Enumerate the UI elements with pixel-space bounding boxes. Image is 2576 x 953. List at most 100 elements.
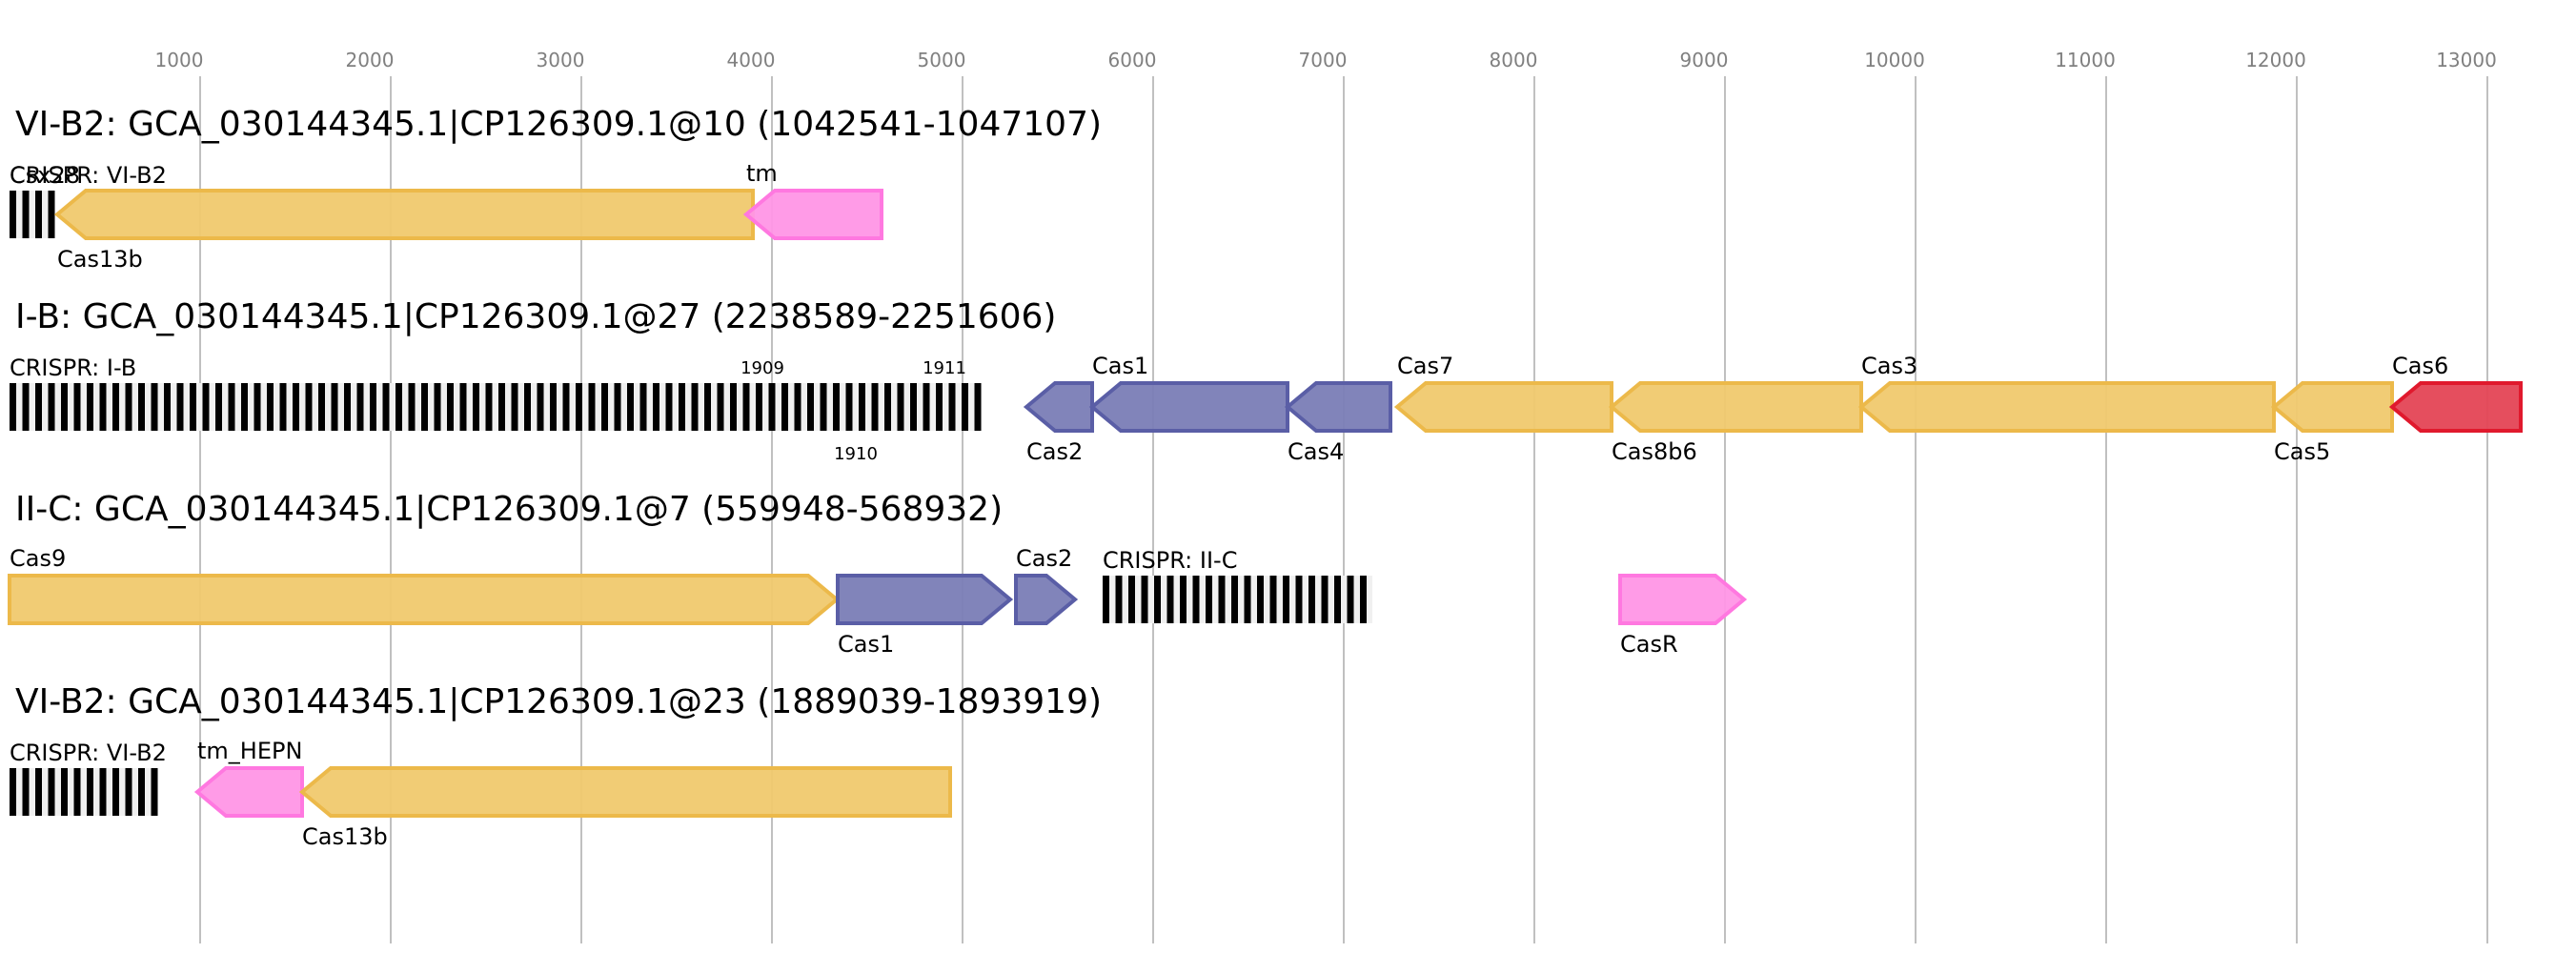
crispr-repeat xyxy=(820,383,827,431)
gene-label: Cas1 xyxy=(1092,353,1148,379)
crispr-repeat xyxy=(1192,576,1200,623)
gene-label: Cas3 xyxy=(1861,353,1917,379)
gene-label: tm xyxy=(746,160,778,187)
crispr-repeat xyxy=(254,383,261,431)
gene-arrow-cas8b6 xyxy=(1608,381,1863,433)
crispr-repeat xyxy=(576,383,582,431)
crispr-repeat xyxy=(614,383,621,431)
crispr-repeat xyxy=(1154,576,1161,623)
locus-title: II-C: GCA_030144345.1|CP126309.1@7 (5599… xyxy=(15,490,1003,529)
crispr-repeat xyxy=(1141,576,1148,623)
gene-arrow-cas6 xyxy=(2388,381,2523,433)
crispr-repeat xyxy=(691,383,699,431)
gene-label: CasR xyxy=(1620,631,1678,658)
crispr-repeat xyxy=(138,768,145,816)
crispr-repeat xyxy=(717,383,724,431)
crispr-repeat xyxy=(382,383,390,431)
crispr-repeat xyxy=(768,383,776,431)
crispr-repeat xyxy=(704,383,711,431)
crispr-repeat xyxy=(48,191,55,238)
gene-label: Cas2 xyxy=(1016,545,1072,572)
tick-label: 13000 xyxy=(2436,49,2497,71)
crispr-repeat xyxy=(1128,576,1135,623)
crispr-repeat xyxy=(537,383,544,431)
crispr-repeat xyxy=(1360,576,1367,623)
locus-row: VI-B2: GCA_030144345.1|CP126309.1@10 (10… xyxy=(10,105,1102,273)
crispr-repeat xyxy=(87,768,93,816)
crispr-repeat xyxy=(190,383,196,431)
locus-title: VI-B2: GCA_030144345.1|CP126309.1@23 (18… xyxy=(15,682,1102,721)
tick-label: 5000 xyxy=(918,49,966,71)
crispr-repeat xyxy=(1103,576,1109,623)
crispr-repeat xyxy=(331,383,338,431)
crispr-repeat xyxy=(1283,576,1289,623)
crispr-repeat xyxy=(241,383,248,431)
tick-label: 1000 xyxy=(155,49,204,71)
crispr-repeat xyxy=(1166,576,1174,623)
crispr-repeat xyxy=(524,383,531,431)
crispr-repeat xyxy=(550,383,557,431)
crispr-repeat xyxy=(99,768,107,816)
crispr-repeat xyxy=(48,383,55,431)
crispr-repeat xyxy=(112,383,119,431)
crispr-repeat xyxy=(396,383,402,431)
crispr-repeat xyxy=(1269,576,1277,623)
gene-label: Cas2 xyxy=(1026,438,1083,465)
crispr-repeat xyxy=(48,768,55,816)
crispr-repeat xyxy=(1206,576,1212,623)
gene-arrow-cas7 xyxy=(1393,381,1613,433)
gene-arrow-cas3 xyxy=(1857,381,2276,433)
crispr-repeat xyxy=(794,383,801,431)
gene-arrow-tm xyxy=(742,189,883,240)
crispr-repeat xyxy=(10,191,16,238)
crispr-repeat xyxy=(1295,576,1303,623)
crispr-repeat xyxy=(588,383,596,431)
crispr-array-bg xyxy=(10,383,982,431)
repeat-index-label: 1911 xyxy=(923,358,966,378)
crispr-repeat xyxy=(35,191,42,238)
gene-label: Cas7 xyxy=(1397,353,1453,379)
gene-arrow-cas4 xyxy=(1284,381,1392,433)
crispr-repeat xyxy=(10,768,16,816)
tick-label: 3000 xyxy=(537,49,585,71)
crispr-repeat xyxy=(730,383,737,431)
crispr-repeat xyxy=(653,383,659,431)
crispr-repeat xyxy=(87,383,93,431)
crispr-repeat xyxy=(61,768,68,816)
crispr-repeat xyxy=(112,768,119,816)
crispr-repeat xyxy=(459,383,467,431)
gene-label: Cas13b xyxy=(302,823,388,850)
crispr-label: CRISPR: II-C xyxy=(1103,547,1237,574)
crispr-repeat xyxy=(164,383,171,431)
gene-label: Cas5 xyxy=(2274,438,2330,465)
crispr-repeat xyxy=(923,383,930,431)
tick-label: 11000 xyxy=(2055,49,2116,71)
crispr-repeat xyxy=(434,383,441,431)
gene-arrow-casr xyxy=(1618,574,1748,625)
crispr-label: CRISPR: I-B xyxy=(10,355,136,381)
locus-title: I-B: GCA_030144345.1|CP126309.1@27 (2238… xyxy=(15,297,1056,336)
gene-arrow-cas1 xyxy=(836,574,1014,625)
crispr-repeat xyxy=(215,383,222,431)
gene-arrow-cas1 xyxy=(1088,381,1289,433)
crispr-repeat xyxy=(22,768,30,816)
crispr-repeat xyxy=(293,383,299,431)
crispr-repeat xyxy=(679,383,685,431)
crispr-array: CRISPR: VI-B2 xyxy=(10,740,167,816)
tick-label: 2000 xyxy=(346,49,395,71)
crispr-repeat xyxy=(35,383,42,431)
repeat-index-label: 1910 xyxy=(834,444,878,464)
crispr-repeat xyxy=(665,383,673,431)
locus-row: VI-B2: GCA_030144345.1|CP126309.1@23 (18… xyxy=(10,682,1102,850)
crispr-repeat xyxy=(138,383,145,431)
crispr-repeat xyxy=(1257,576,1264,623)
loci-rows: VI-B2: GCA_030144345.1|CP126309.1@10 (10… xyxy=(8,105,2523,850)
gene-arrow-cas13b xyxy=(53,189,755,240)
crispr-repeat xyxy=(601,383,608,431)
crispr-label: CRISPR: VI-B2 xyxy=(10,162,167,189)
gene-label: Cas13b xyxy=(57,246,143,273)
tick-label: 12000 xyxy=(2245,49,2306,71)
crispr-repeat xyxy=(897,383,904,431)
crispr-repeat xyxy=(871,383,879,431)
crispr-repeat xyxy=(1321,576,1329,623)
